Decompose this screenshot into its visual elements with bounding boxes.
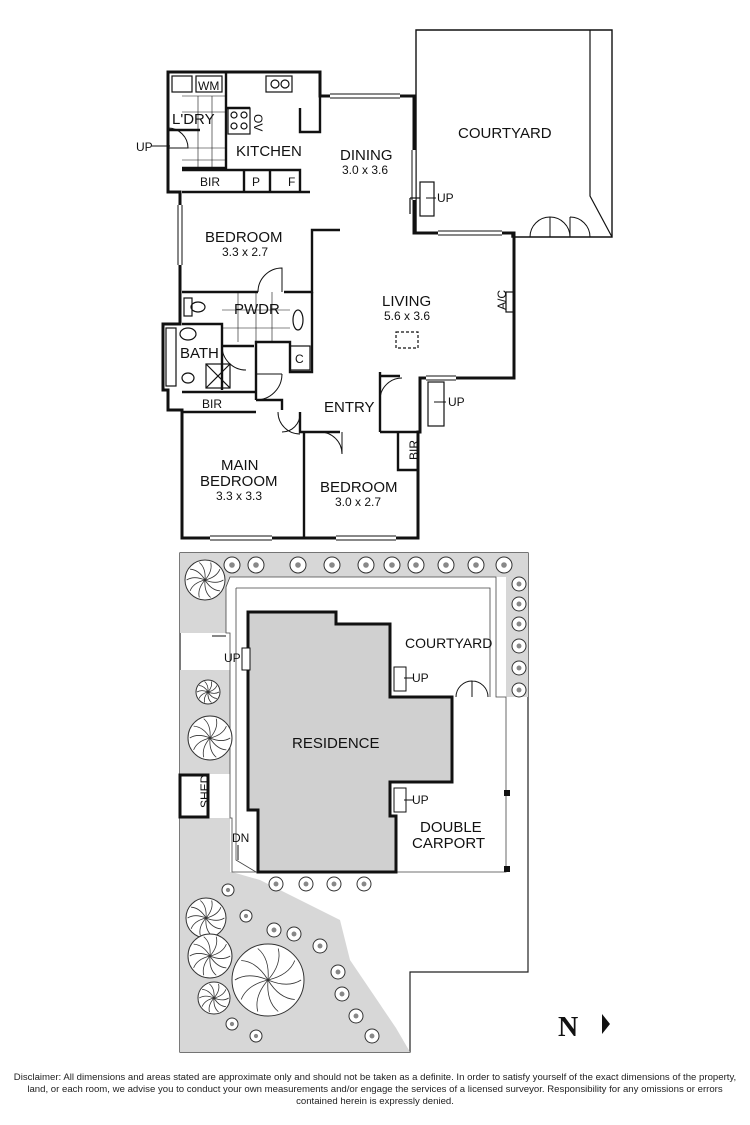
cupboard-label: C xyxy=(295,352,304,366)
site-plan-labels: COURTYARD RESIDENCE SHED DOUBLE CARPORT … xyxy=(198,635,492,852)
down-label: DN xyxy=(232,831,249,845)
kitchen-label: KITCHEN xyxy=(236,143,302,160)
dining-size: 3.0 x 3.6 xyxy=(342,163,388,177)
landscape-shrubs xyxy=(184,556,527,1044)
wm-label: WM xyxy=(198,79,219,93)
house-outer-wall xyxy=(161,70,516,540)
living-size: 5.6 x 3.6 xyxy=(384,309,430,323)
fridge-label: F xyxy=(288,175,295,189)
carport-up-label: UP xyxy=(412,793,429,807)
shed xyxy=(178,773,210,819)
shed-label: SHED xyxy=(198,774,212,808)
site-courtyard-label: COURTYARD xyxy=(405,635,492,651)
main-bedroom-size: 3.3 x 3.3 xyxy=(216,489,262,503)
entry-up-label: UP xyxy=(448,395,465,409)
residence-label: RESIDENCE xyxy=(292,735,380,752)
bir-top-label: BIR xyxy=(200,175,220,189)
living-label: LIVING xyxy=(382,293,431,310)
bedroom3-size: 3.0 x 2.7 xyxy=(335,495,381,509)
west-up-label: UP xyxy=(224,651,241,665)
dining-label: DINING xyxy=(340,147,393,164)
laundry-label: L'DRY xyxy=(172,111,215,128)
disclaimer-text: Disclaimer: All dimensions and areas sta… xyxy=(13,1072,737,1107)
site-plan xyxy=(178,552,529,1053)
floor-plan xyxy=(152,29,613,541)
powder-label: PWDR xyxy=(234,301,280,318)
courtyard-gate xyxy=(529,216,591,238)
main-bedroom-label-1: MAIN xyxy=(221,457,259,474)
main-bedroom-label-2: BEDROOM xyxy=(200,473,278,490)
bedroom3-label: BEDROOM xyxy=(320,479,398,496)
pantry-label: P xyxy=(252,175,260,189)
bir-side-label: BIR xyxy=(407,440,421,460)
oven-label: OV xyxy=(251,114,265,131)
courtyard-up-label: UP xyxy=(412,671,429,685)
floor-plan-labels: WM L'DRY OV KITCHEN DINING 3.0 x 3.6 COU… xyxy=(136,79,552,509)
north-arrow: N xyxy=(558,1012,610,1043)
bir-mid-label: BIR xyxy=(202,397,222,411)
bedroom2-size: 3.3 x 2.7 xyxy=(222,245,268,259)
residence-footprint xyxy=(246,610,454,874)
bath-label: BATH xyxy=(180,345,219,362)
courtyard-label: COURTYARD xyxy=(458,125,552,142)
north-label: N xyxy=(558,1012,578,1043)
dining-up-label: UP xyxy=(437,191,454,205)
entry-label: ENTRY xyxy=(324,399,375,416)
courtyard-fence-slope xyxy=(589,30,613,238)
bedroom2-label: BEDROOM xyxy=(205,229,283,246)
aircon-label: A/C xyxy=(495,290,509,310)
double-carport-label-1: DOUBLE xyxy=(420,819,482,836)
laundry-up-label: UP xyxy=(136,140,153,154)
north-arrow-icon xyxy=(602,1014,610,1034)
double-carport-label-2: CARPORT xyxy=(412,835,485,852)
